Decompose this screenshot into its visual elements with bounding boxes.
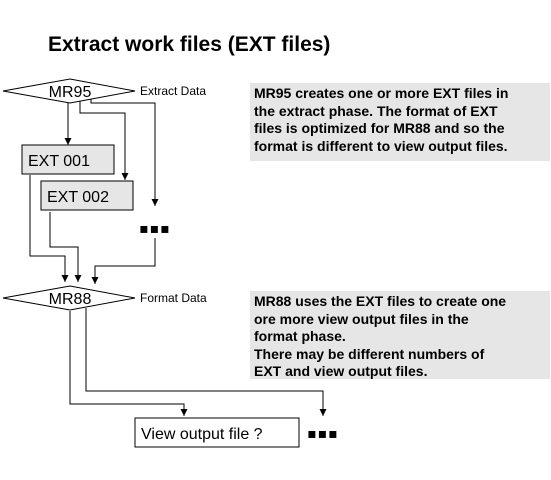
note-line: files is optimized for MR88 and so the [254, 120, 505, 136]
connector-mr88-to-view [69, 311, 188, 416]
page-title: Extract work files (EXT files) [48, 33, 331, 56]
note-line: ore more view output files in the [254, 310, 469, 327]
note-line: MR95 creates one or more EXT files in [254, 85, 509, 101]
connector-mr88-to-more-views [85, 308, 327, 416]
mr95-caption: Extract Data [140, 84, 206, 98]
connector-mr95-to-ext2 [79, 98, 129, 180]
format-phase-note: MR88 uses the EXT files to create one or… [250, 291, 550, 379]
more-view-files-ellipsis: ▪▪▪ [307, 426, 338, 442]
note-line: There may be different numbers of [254, 345, 485, 362]
ext-001-box [21, 144, 115, 175]
note-line: format phase. [254, 328, 346, 344]
extract-phase-note: MR95 creates one or more EXT files in th… [250, 83, 550, 161]
note-line: MR88 uses the EXT files to create one [254, 293, 507, 309]
connector-more-ext-to-mr88 [91, 238, 156, 284]
note-line: the extract phase. The format of EXT [254, 102, 498, 119]
connector-ext2-to-mr88 [49, 212, 82, 282]
ext-001-label: EXT 001 [28, 153, 90, 170]
view-output-label: View output file ? [141, 426, 263, 443]
mr88-node [2, 285, 136, 311]
note-line: format is different to view output files… [254, 137, 508, 154]
ext-002-box [40, 180, 134, 211]
ext-002-label: EXT 002 [47, 189, 109, 206]
view-output-box [134, 417, 300, 448]
connector-ext1-to-mr88 [29, 175, 69, 282]
mr88-label: MR88 [49, 291, 92, 308]
more-ext-files-ellipsis: ▪▪▪ [139, 221, 170, 237]
mr95-label: MR95 [49, 84, 92, 101]
mr88-caption: Format Data [140, 291, 207, 305]
mr95-node [2, 78, 136, 104]
note-line: EXT and view output files. [254, 363, 428, 379]
